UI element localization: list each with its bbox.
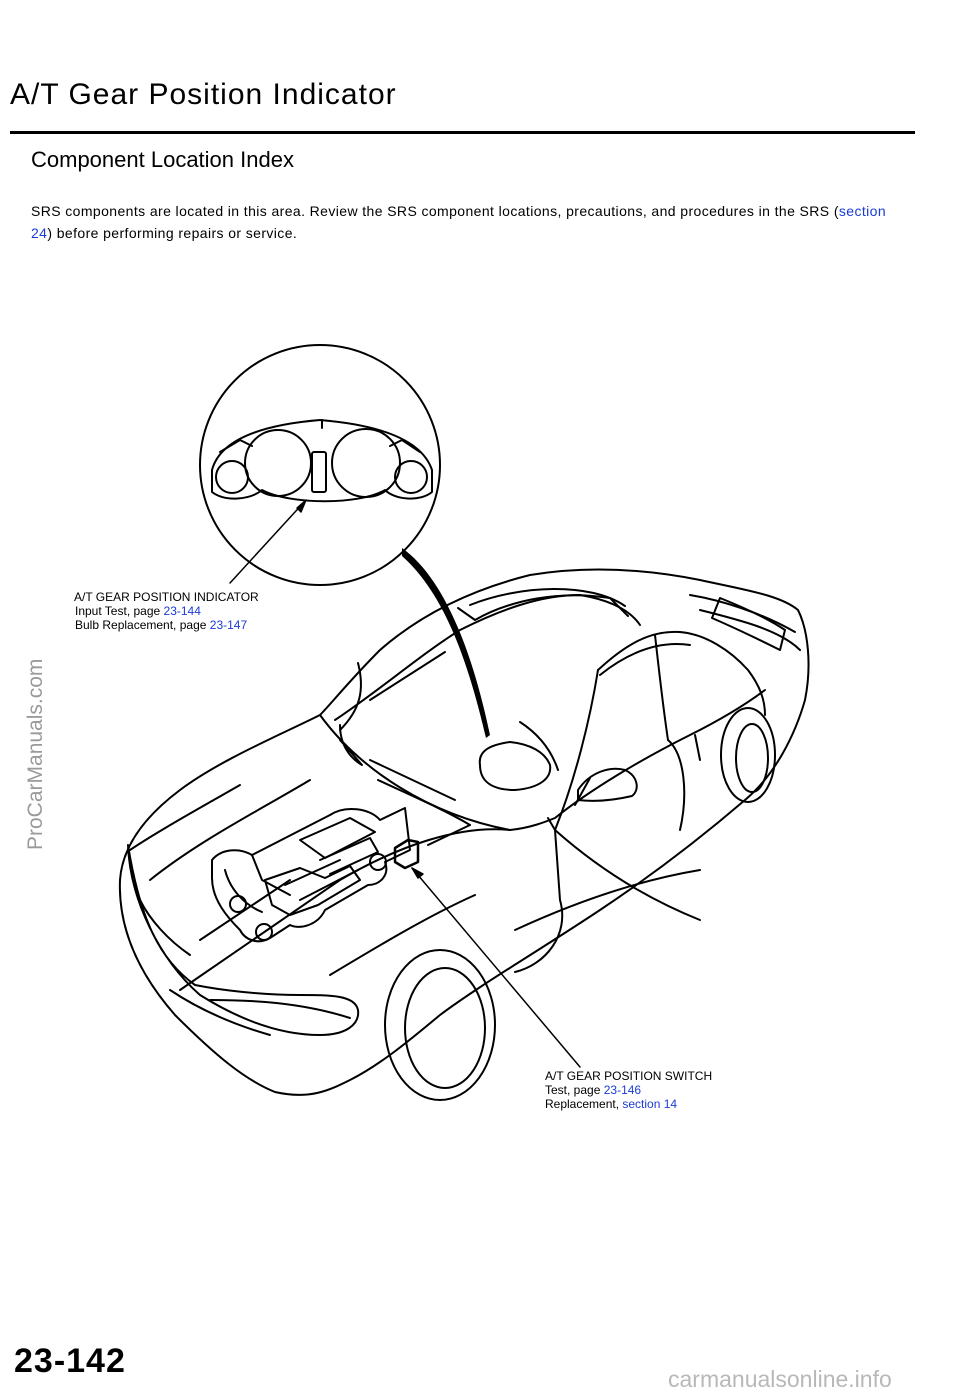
indicator-callout: A/T GEAR POSITION INDICATOR Input Test, … [74, 590, 259, 632]
page-title: A/T Gear Position Indicator [10, 78, 397, 111]
srs-notice: SRS components are located in this area.… [31, 200, 911, 244]
switch-replacement: Replacement, section 14 [545, 1097, 712, 1111]
indicator-input-test-label: Input Test, page [75, 604, 164, 618]
switch-replacement-label: Replacement, [545, 1097, 623, 1111]
switch-test-link[interactable]: 23-146 [603, 1083, 642, 1097]
leader-lines [229, 499, 581, 1068]
footer-watermark: carmanualsonline.info [668, 1366, 892, 1392]
section-title: Component Location Index [31, 147, 294, 172]
car-component-illustration [118, 344, 810, 1101]
switch-name: A/T GEAR POSITION SWITCH [545, 1069, 713, 1083]
indicator-bulb-replacement: Bulb Replacement, page 23-147 [74, 618, 259, 632]
car-outline [118, 568, 810, 1101]
instrument-cluster-detail [199, 344, 441, 586]
indicator-input-test-link[interactable]: 23-144 [163, 604, 201, 618]
indicator-input-test: Input Test, page 23-144 [74, 604, 259, 618]
notice-text-start: SRS components are located in this area.… [31, 203, 839, 219]
section-24-link[interactable]: section 24 [31, 203, 887, 241]
switch-test-label: Test, page [545, 1083, 604, 1097]
title-rule [10, 131, 915, 134]
page-number: 23-142 [14, 1342, 126, 1380]
detail-wedge [402, 548, 490, 738]
switch-callout: A/T GEAR POSITION SWITCH Test, page 23-1… [545, 1069, 712, 1111]
indicator-bulb-replacement-label: Bulb Replacement, page [75, 618, 210, 632]
indicator-bulb-replacement-link[interactable]: 23-147 [209, 618, 248, 632]
switch-replacement-link[interactable]: section 14 [622, 1097, 678, 1111]
notice-text-end: ) before performing repairs or service. [47, 225, 298, 241]
indicator-name: A/T GEAR POSITION INDICATOR [74, 590, 259, 604]
switch-test: Test, page 23-146 [545, 1083, 712, 1097]
